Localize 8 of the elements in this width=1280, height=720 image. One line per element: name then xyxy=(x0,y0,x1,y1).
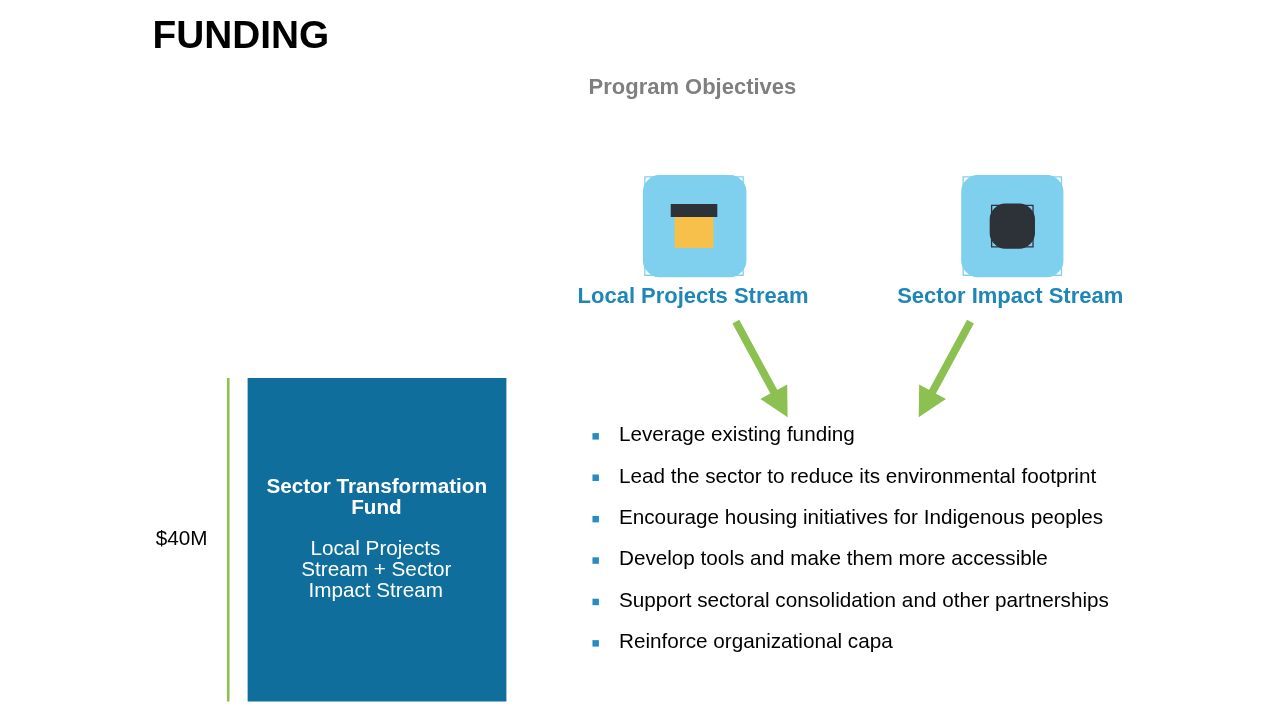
node-label: Local Projects Stream xyxy=(577,283,809,309)
arrow xyxy=(732,319,788,418)
node-label: Sector Impact Stream xyxy=(897,283,1124,309)
node-text: Leverage existing funding Lead the sector to reduce its environmental footprint Encourage housing initiatives for Indigenous peoples Develop tools and make them more accessible Support sectoral consolidation and other partnerships Reinforce organizational capa xyxy=(618,422,1109,653)
node-label: $40M xyxy=(155,525,208,549)
diagram-title: FUNDING xyxy=(152,13,330,57)
arrow xyxy=(918,319,974,418)
label: Program Objectives xyxy=(588,73,797,99)
